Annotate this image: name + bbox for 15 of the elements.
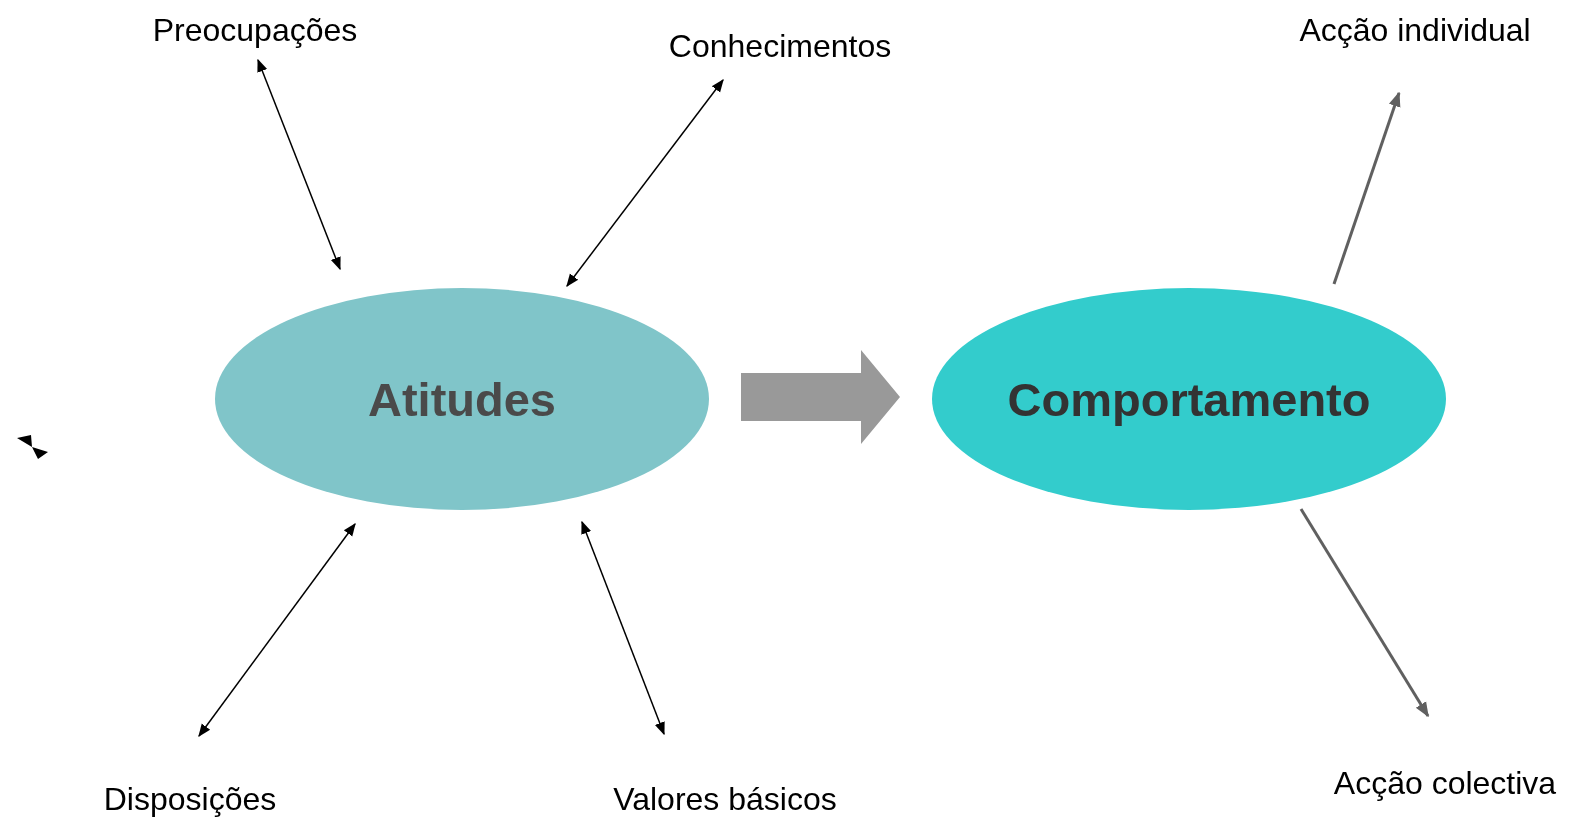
node-label: Comportamento <box>1007 371 1371 427</box>
block-arrow <box>741 350 900 444</box>
arrow <box>1332 91 1401 285</box>
node-label: Atitudes <box>368 371 556 427</box>
factor-label: Preocupações <box>152 11 358 49</box>
arrow <box>1299 508 1430 718</box>
arrow <box>257 58 341 271</box>
factor-label: Conhecimentos <box>668 27 892 65</box>
factor-label: Valores básicos <box>613 780 837 818</box>
arrow <box>581 520 665 736</box>
factor-label: Disposições <box>103 780 277 818</box>
arrow <box>198 522 356 738</box>
factor-label: Acção colectiva <box>1333 764 1557 802</box>
arrow <box>566 78 724 288</box>
factor-label: Acção individual <box>1299 11 1531 49</box>
